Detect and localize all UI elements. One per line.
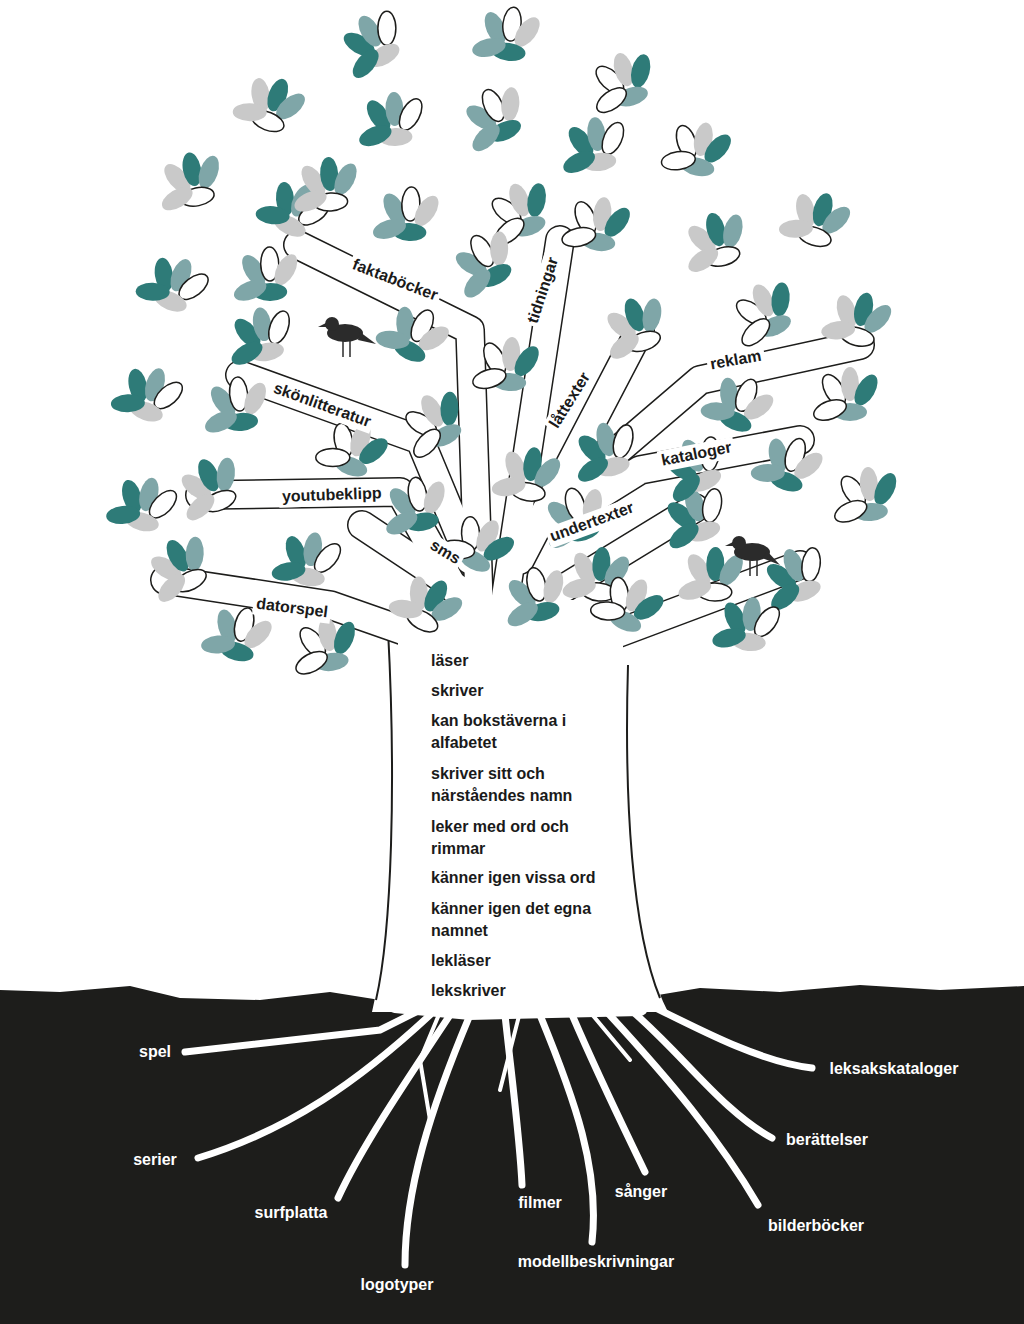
leaf-cluster: [829, 465, 904, 527]
leaf-cluster: [440, 220, 530, 305]
leaf-cluster: [105, 357, 191, 434]
trunk: [372, 630, 668, 1012]
leaf-cluster: [376, 472, 455, 540]
leaf-cluster: [468, 2, 546, 68]
root-label: surfplatta: [253, 1203, 330, 1224]
trunk-label: känner igen det egna namnet: [431, 898, 606, 942]
leaf-cluster: [130, 245, 218, 325]
leaf-cluster: [674, 205, 758, 279]
leaf-cluster: [592, 288, 678, 365]
leaf-cluster: [328, 0, 418, 85]
leaf-cluster: [289, 155, 363, 216]
root-label: logotyper: [359, 1275, 436, 1296]
root-label: sånger: [613, 1182, 669, 1203]
leaf-cluster: [469, 334, 544, 396]
root-label: leksakskataloger: [828, 1059, 961, 1080]
trunk-label: leker med ord och rimmar: [431, 816, 606, 860]
leaf-cluster: [355, 91, 428, 151]
trunk-label: skriver sitt och närståendes namn: [431, 763, 606, 807]
leaf-cluster: [558, 192, 637, 259]
roots: [185, 1000, 812, 1265]
leaf-cluster: [135, 526, 225, 609]
leaf-cluster: [150, 146, 231, 216]
branch-label: youtubeklipp: [279, 483, 385, 507]
ground: [0, 985, 1024, 1324]
trunk-outline: [376, 630, 392, 1000]
leaf-cluster: [811, 367, 882, 424]
root-label: serier: [131, 1150, 179, 1171]
leaf-cluster: [495, 561, 577, 633]
leaf-cluster: [227, 65, 314, 144]
leaf-cluster: [477, 173, 564, 251]
leaf-cluster: [370, 185, 444, 246]
leaf-cluster: [267, 526, 347, 595]
trunk-outline: [627, 665, 660, 998]
leaf-cluster: [369, 293, 459, 376]
root-label: modellbeskrivningar: [516, 1252, 677, 1273]
leaf-cluster: [774, 182, 859, 258]
leaf-cluster: [581, 44, 665, 119]
bird: [725, 536, 780, 576]
leaf-cluster: [230, 246, 302, 305]
leaf-cluster: [721, 272, 809, 353]
leaf-cluster: [488, 441, 567, 509]
leaf-cluster: [382, 562, 472, 647]
leaf-cluster: [451, 76, 540, 158]
trunk-label: känner igen vissa ord: [431, 867, 606, 889]
trunk-label: skriver: [431, 680, 606, 702]
leaf-cluster: [745, 426, 831, 503]
leaf-cluster: [657, 115, 739, 186]
bird: [318, 317, 376, 357]
root-label: berättelser: [784, 1130, 870, 1151]
leaf-cluster: [709, 593, 786, 657]
leaf-cluster: [650, 426, 739, 509]
leaf-cluster: [556, 114, 633, 178]
leaf-cluster: [816, 284, 898, 356]
leaf-cluster: [390, 381, 480, 465]
leaf-cluster: [695, 364, 783, 445]
leaves: [101, 0, 904, 679]
leaf-cluster: [166, 447, 254, 528]
root-label: bilderböcker: [766, 1216, 866, 1237]
root-label: spel: [137, 1042, 173, 1063]
trunk-label: kan bokstäverna i alfabetet: [431, 710, 606, 754]
leaf-cluster: [221, 302, 301, 371]
trunk-label: läser: [431, 650, 606, 672]
trunk-label: lekläser: [431, 950, 606, 972]
root-label: filmer: [516, 1193, 564, 1214]
leaf-cluster: [198, 374, 274, 437]
trunk-label: lekskriver: [431, 980, 606, 1002]
branches: [165, 240, 860, 680]
leaf-cluster: [564, 415, 647, 488]
leaf-cluster: [101, 469, 184, 542]
leaf-cluster: [584, 564, 672, 645]
